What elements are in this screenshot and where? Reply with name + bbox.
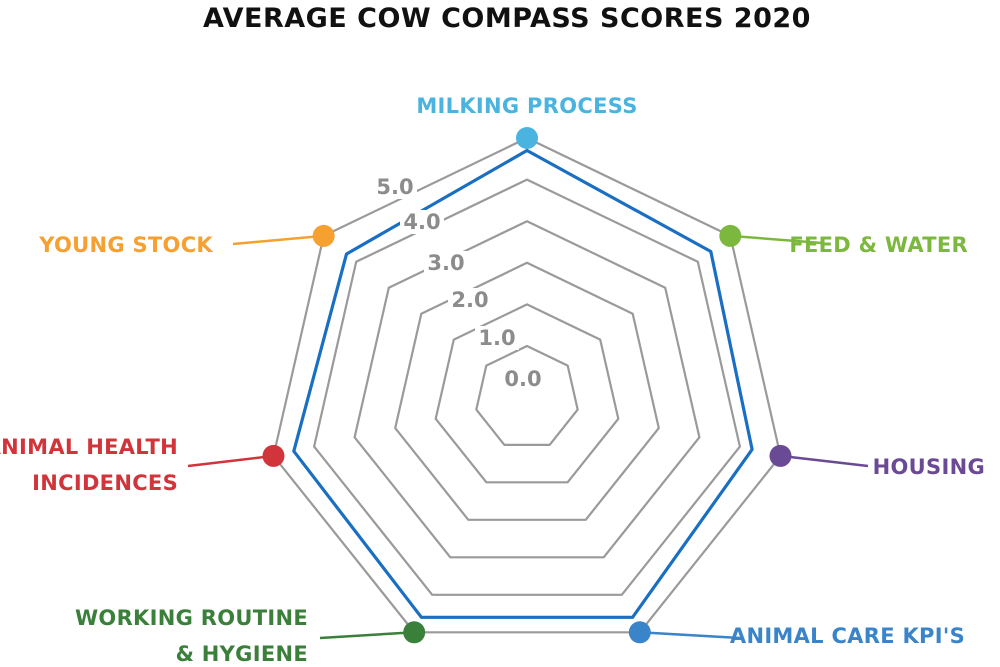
tick-label-bg-1	[475, 326, 519, 350]
leader-line-5	[187, 454, 274, 468]
axis-dot-1	[719, 224, 742, 247]
grid-ring-4	[313, 178, 742, 596]
axis-dot-0	[516, 127, 538, 149]
axis-label-2: HOUSING	[873, 455, 985, 479]
axis-label-6: YOUNG STOCK	[38, 233, 213, 257]
tick-label-bg-5	[373, 175, 417, 199]
grid-ring-5	[272, 136, 782, 634]
axis-label-3: ANIMAL CARE KPI'S	[730, 624, 965, 648]
grid-ring-2	[394, 261, 660, 521]
radial-tick-labels: 0.0 1.0 2.0 3.0 4.0 5.0	[373, 175, 545, 391]
leader-line-4	[319, 631, 415, 640]
axis-dot-2	[769, 444, 792, 467]
tick-label-bg-3	[424, 251, 468, 275]
tick-label-4: 4.0	[403, 210, 440, 234]
axis-dot-5	[262, 444, 285, 467]
tick-label-bg-4	[400, 210, 444, 234]
tick-label-bg-2	[448, 288, 492, 312]
leader-line-2	[780, 454, 869, 468]
axis-label-1: FEED & WATER	[789, 233, 968, 257]
axis-labels: MILKING PROCESS FEED & WATER HOUSING ANIMAL…	[0, 94, 985, 666]
tick-label-1: 1.0	[478, 326, 515, 350]
grid-ring-3	[353, 220, 701, 559]
tick-label-bg-0	[501, 367, 545, 391]
axis-dot-4	[403, 621, 426, 644]
axis-dot-3	[628, 621, 651, 644]
leader-line-3	[639, 631, 741, 640]
tick-label-2: 2.0	[451, 288, 488, 312]
grid-ring-1	[434, 303, 620, 484]
leader-line-1	[730, 234, 823, 245]
grid-ring-0	[475, 344, 579, 446]
axis-label-0: MILKING PROCESS	[416, 94, 637, 118]
axis-leaders	[187, 127, 869, 644]
axis-label-4: WORKING ROUTINE& HYGIENE	[75, 606, 308, 666]
axis-dot-6	[312, 224, 335, 247]
chart-title: AVERAGE COW COMPASS SCORES 2020	[203, 3, 811, 34]
tick-label-0: 0.0	[504, 367, 541, 391]
leader-line-6	[232, 234, 324, 246]
tick-label-3: 3.0	[427, 251, 464, 275]
tick-label-5: 5.0	[376, 175, 413, 199]
radar-grid	[272, 136, 782, 634]
radar-series	[292, 148, 754, 619]
series-line-0	[292, 148, 754, 619]
